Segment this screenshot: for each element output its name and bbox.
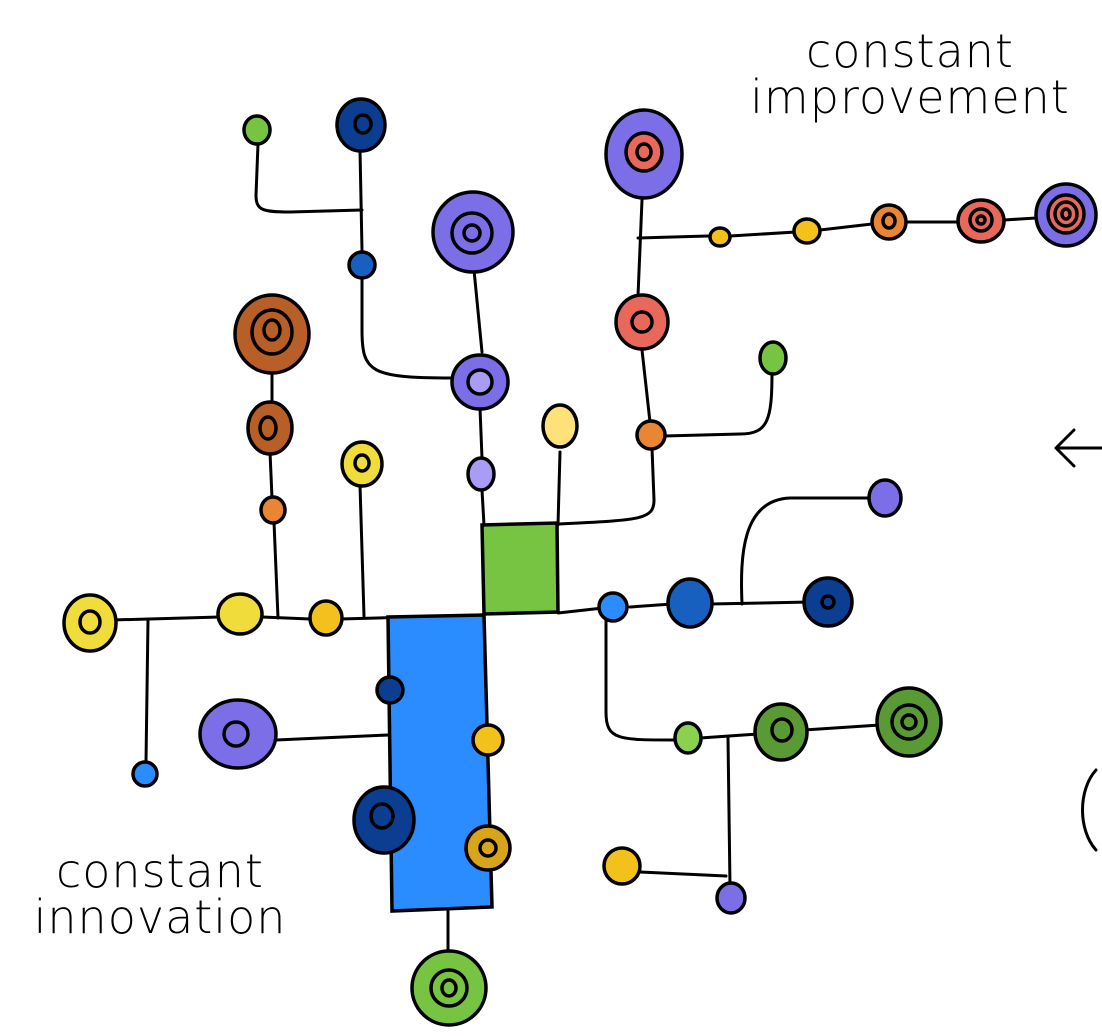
- sky-dot-bottom-left: [131, 760, 159, 788]
- green-dot-hook: [758, 340, 788, 376]
- left-lower-branch: [144, 618, 150, 764]
- brown-chain-branch: [268, 370, 280, 620]
- connector-lines: [110, 142, 1038, 952]
- gold-dot-lower: [602, 846, 642, 886]
- purple-dot-right: [867, 478, 903, 518]
- light-purple-dot: [466, 456, 496, 492]
- purple-ring-left: [198, 698, 278, 770]
- purple-hook-branch: [740, 496, 874, 606]
- improvement-line: [636, 216, 1038, 240]
- constant-innovation-label: constant innovation: [0, 848, 320, 940]
- sky-dot-right: [597, 591, 629, 623]
- lower-right-vertical: [726, 736, 732, 888]
- yellow-ring-stem: [358, 483, 366, 618]
- navy-dot-block: [375, 675, 405, 705]
- top-left-branch: [254, 142, 364, 214]
- navy-ring-top: [335, 97, 387, 153]
- brown-ring-large: [233, 293, 311, 375]
- purple-left-branch: [274, 733, 390, 742]
- navy-ring-right: [802, 576, 854, 628]
- constant-improvement-label: constant improvement: [700, 28, 1102, 120]
- green-ring-lower: [753, 702, 809, 762]
- yellow-dot-improve-2: [792, 217, 822, 245]
- green-block: [480, 521, 560, 616]
- yellow-ring-mid: [340, 440, 384, 488]
- yellow-dot-improve-1: [708, 226, 732, 248]
- yellow-dot-large: [216, 592, 264, 636]
- improvement-label-line-2: improvement: [750, 70, 1070, 124]
- lime-dot-lower: [673, 721, 703, 755]
- purple-ring-big: [431, 190, 515, 274]
- edge-marks: [1054, 428, 1102, 852]
- green-ring-bottom: [410, 949, 488, 1027]
- royal-dot-top: [347, 250, 377, 280]
- yellow-ring-left: [62, 593, 118, 653]
- green-hook-branch: [662, 370, 774, 438]
- gold-right-stem: [638, 870, 728, 878]
- green-dot-top-left: [242, 114, 272, 146]
- gold-ring-block: [464, 824, 512, 872]
- coral-ring-trunk: [614, 293, 670, 351]
- pale-yellow-stem: [556, 450, 562, 527]
- nodes: [62, 97, 1098, 1027]
- navy-ring-block: [352, 785, 416, 855]
- gold-dot: [308, 599, 344, 637]
- purple-dot-lower: [715, 881, 747, 915]
- royal-blob-right: [666, 577, 714, 629]
- orange-to-block: [556, 446, 656, 526]
- orange-dot-left: [259, 495, 287, 525]
- improvement-label-line-1: constant: [806, 24, 1014, 78]
- coral-ring-improve: [956, 198, 1006, 244]
- left-arrow-icon: [1054, 428, 1102, 468]
- orange-dot-trunk: [635, 419, 667, 451]
- purple-big-stem: [472, 268, 486, 527]
- dark-green-ring-lower: [875, 686, 943, 758]
- pale-yellow-dot: [541, 403, 579, 449]
- innovation-label-line-1: constant: [56, 844, 264, 898]
- navy-top-stem: [358, 148, 454, 380]
- orange-ring-improve: [870, 203, 908, 241]
- brown-ring-small: [246, 400, 294, 456]
- paren-mark: [1081, 768, 1098, 852]
- lower-right-branch: [604, 618, 882, 742]
- innovation-label-line-2: innovation: [33, 890, 287, 944]
- gold-dot-block: [471, 723, 505, 757]
- improvement-trunk: [636, 198, 652, 424]
